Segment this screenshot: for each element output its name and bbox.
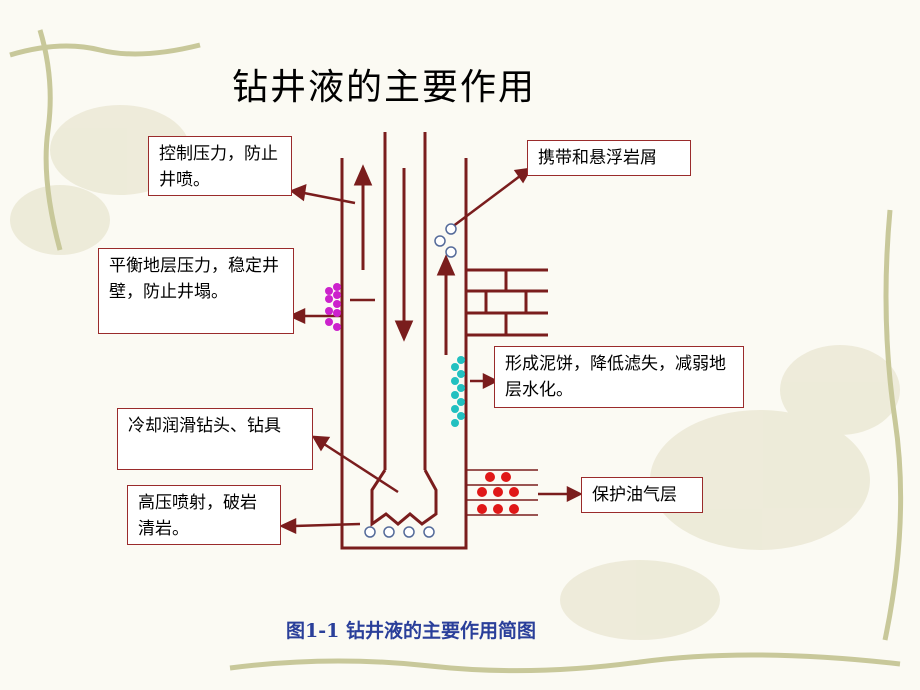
- pointer-carry-cuttings: [451, 167, 533, 228]
- balance-pressure-dots: [325, 283, 341, 331]
- label-protect-reservoir: 保护油气层: [581, 477, 703, 513]
- drill-bit: [370, 469, 438, 527]
- flow-arrow-up-left: [353, 164, 373, 270]
- figure-caption: 图1-1 钻井液的主要作用简图: [286, 620, 536, 642]
- page-title: 钻井液的主要作用: [232, 67, 537, 108]
- pointer-control-pressure: [289, 184, 356, 205]
- label-jet-rock: 高压喷射，破岩清岩。: [127, 485, 281, 545]
- label-filter-cake: 形成泥饼，降低滤失，减弱地层水化。: [494, 346, 744, 408]
- outer-wellbore: [340, 158, 468, 550]
- label-carry-cuttings: 携带和悬浮岩屑: [527, 140, 691, 176]
- oil-layer-dots: [477, 472, 519, 514]
- pointer-protect-reservoir: [538, 485, 583, 503]
- cuttings-particles: [364, 223, 457, 538]
- brick-formation: [466, 268, 548, 337]
- flow-arrow-up-right: [436, 254, 456, 355]
- pointer-filter-cake: [470, 372, 499, 390]
- pointer-jet-rock: [279, 518, 361, 534]
- filter-cake-dots: [451, 356, 465, 427]
- pointer-cool-lubricate: [311, 435, 399, 494]
- label-cool-lubricate: 冷却润滑钻头、钻具: [117, 408, 313, 470]
- label-balance-pressure: 平衡地层压力，稳定井壁，防止井塌。: [98, 248, 294, 334]
- oil-layer-lines: [466, 469, 538, 516]
- label-control-pressure: 控制压力，防止井喷。: [148, 136, 292, 196]
- flow-arrow-down-pipe: [394, 168, 414, 342]
